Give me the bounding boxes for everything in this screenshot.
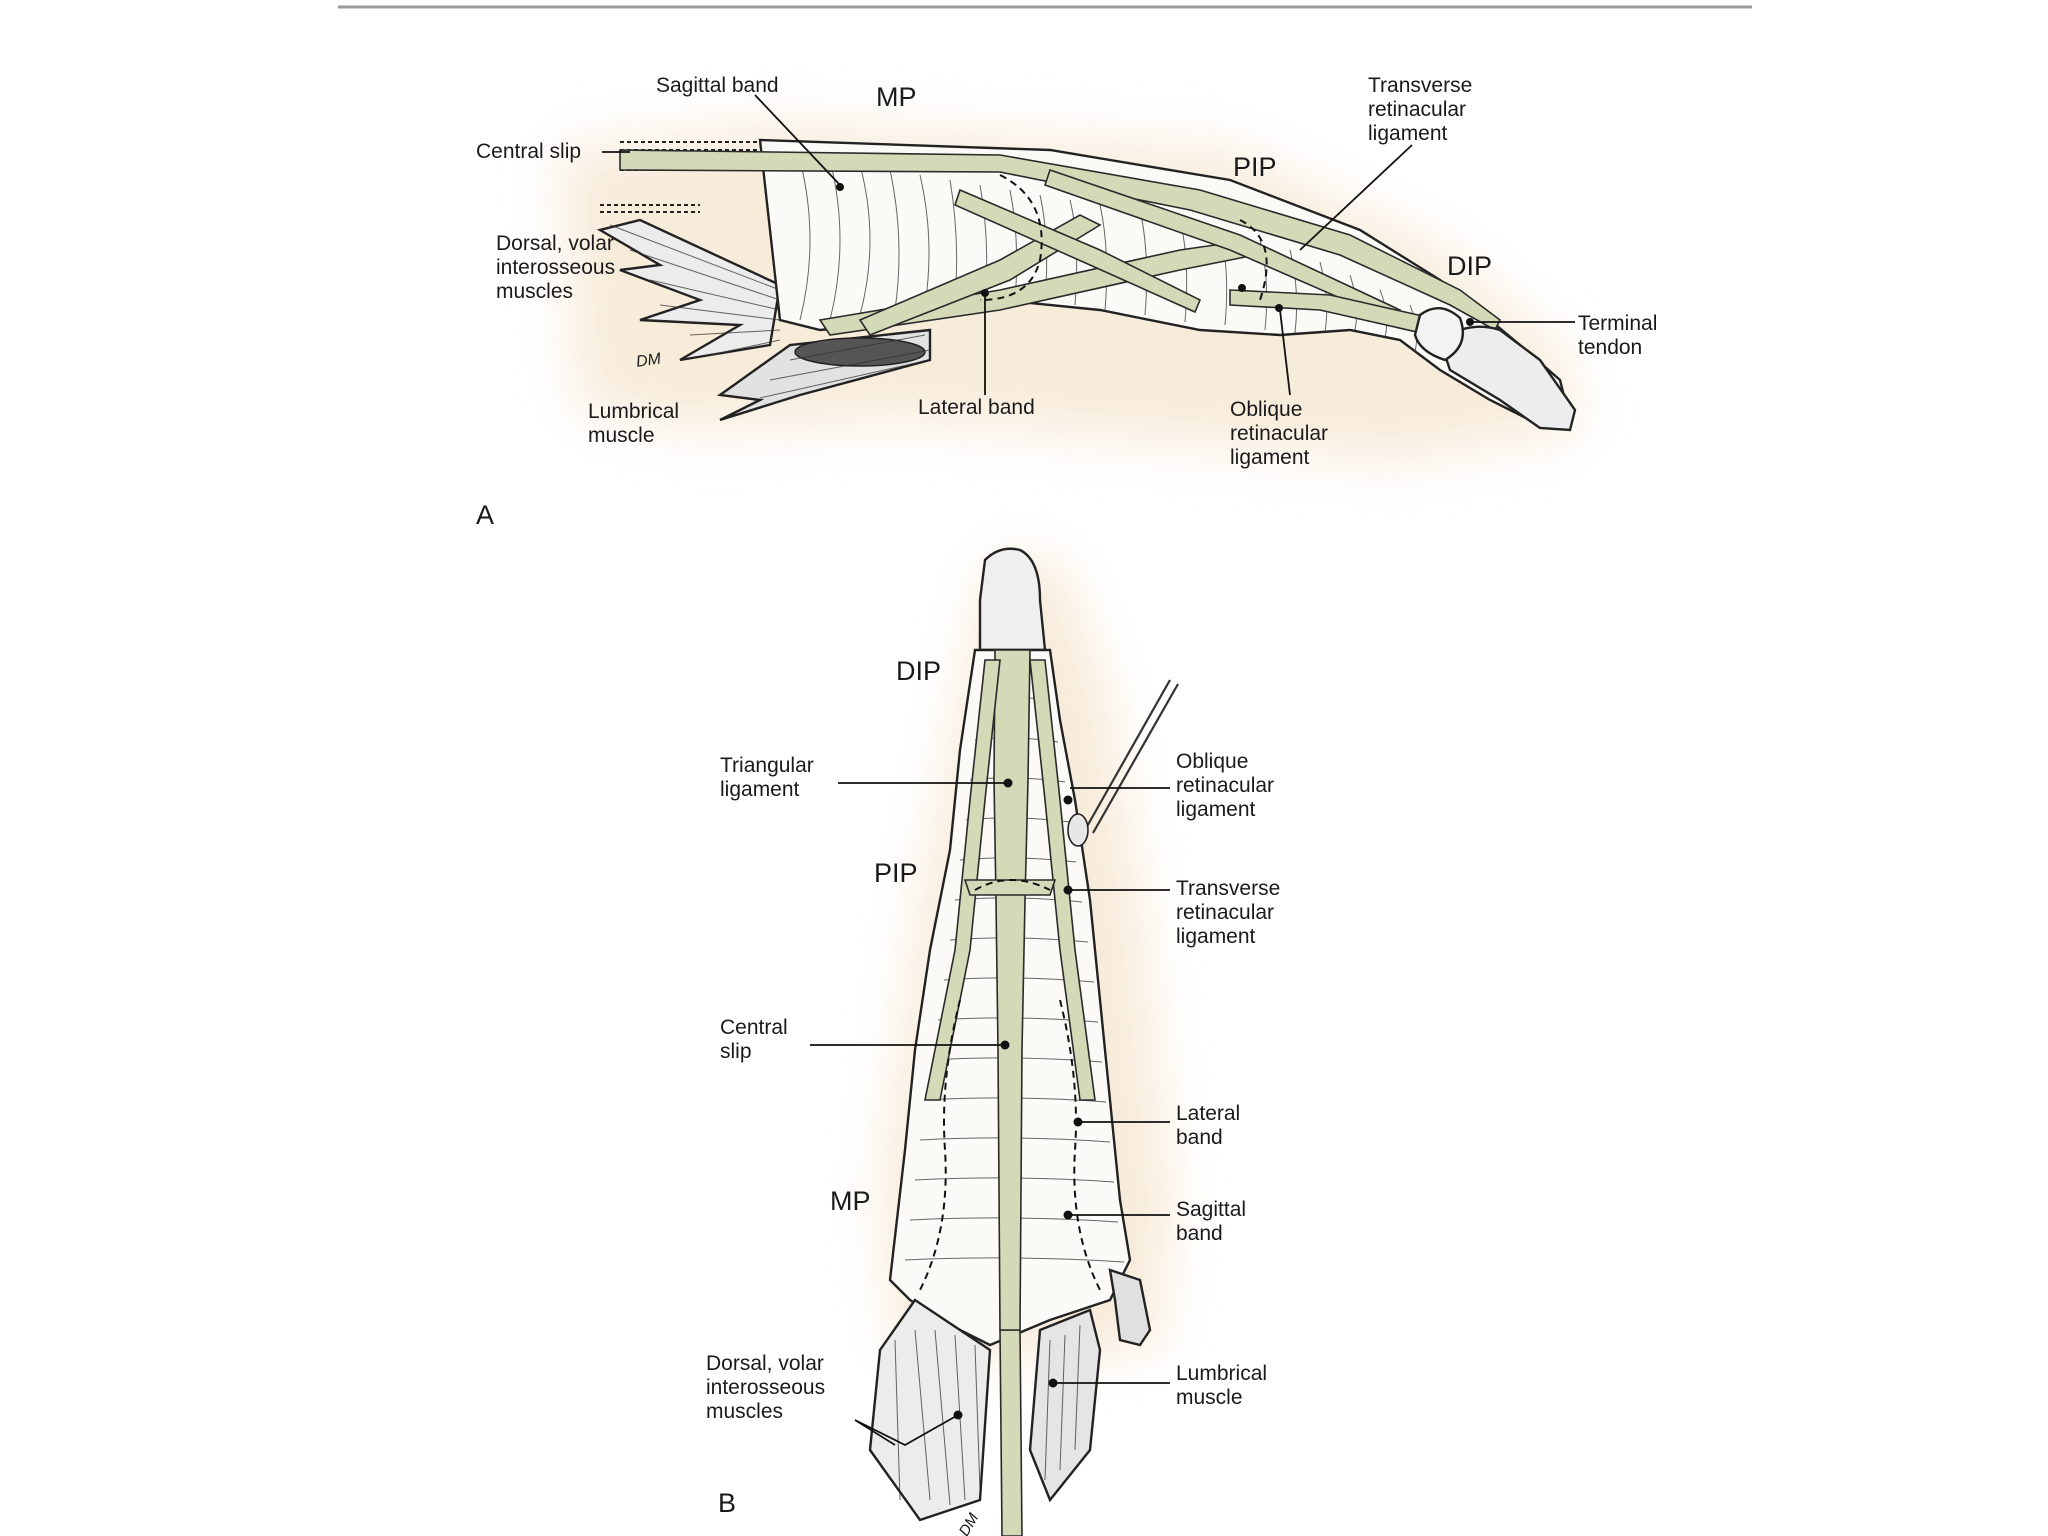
dot-a-oblique-2: [1238, 284, 1246, 292]
panel-a-pip-joint-outline: [1239, 219, 1268, 301]
panel-b-lateral-band-label: Lateral band: [1176, 1102, 1246, 1149]
panel-a-sagittal-band-label: Sagittal band: [656, 74, 779, 97]
panel-b-distal-tip: [978, 547, 1047, 652]
panel-a-dorsal-stub: [600, 204, 700, 213]
dot-b-sagittal: [1063, 1210, 1073, 1220]
panel-b-oblique-label: Oblique retinacular ligament: [1176, 750, 1280, 821]
panel-a-dip-label: DIP: [1447, 251, 1492, 281]
panel-b-triangular-label: Triangular ligament: [720, 754, 820, 801]
panel-b-dorsal-view: DIP PIP MP Triangular ligament Central s…: [706, 547, 1286, 1536]
leader-a-oblique: [1279, 309, 1291, 396]
dot-a-sagittal: [836, 183, 844, 191]
panel-a-mp-label: MP: [876, 82, 917, 112]
dot-a-lateral: [981, 289, 989, 297]
panel-a-terminal-label: Terminal tendon: [1578, 312, 1663, 359]
panel-a-interosseous-label: Dorsal, volar interosseous muscles: [496, 232, 621, 303]
panel-a-transverse-label: Transverse retinacular ligament: [1368, 74, 1478, 145]
panel-a-mp-joint-outline: [979, 174, 1043, 301]
panel-b-transverse-label: Transverse retinacular ligament: [1176, 877, 1286, 948]
panel-b-extensor-tendons: [924, 649, 1096, 1331]
panel-a-letter: A: [476, 500, 494, 530]
panel-b-proximal-tendon: [999, 1329, 1023, 1536]
panel-b-stump: [1108, 1268, 1152, 1347]
panel-b-interosseous-muscles: [868, 1298, 992, 1522]
panel-b-pip-label: PIP: [874, 858, 918, 888]
dot-a-oblique: [1275, 304, 1283, 312]
panel-b-oblique-loop: [1067, 813, 1089, 847]
dot-b-transverse: [1063, 885, 1073, 895]
leader-b-interosseous: [854, 1414, 959, 1447]
dot-b-triangular: [1003, 778, 1013, 788]
panel-b-mp-label: MP: [830, 1186, 871, 1216]
panel-b-sagittal-band-label: Sagittal band: [1176, 1198, 1252, 1245]
panel-a-dip-bone: [1413, 307, 1465, 362]
dot-b-central: [1000, 1040, 1010, 1050]
panel-a-oblique-label: Oblique retinacular ligament: [1230, 398, 1334, 469]
dot-b-lumbrical: [1048, 1378, 1058, 1388]
panel-b-dip-label: DIP: [896, 656, 941, 686]
panel-b-pip-dashed: [974, 879, 1051, 891]
panel-a-pip-label: PIP: [1233, 152, 1277, 182]
panel-b-letter: B: [718, 1488, 736, 1518]
dot-b-interosseous: [953, 1410, 963, 1420]
panel-b-lumbrical-label: Lumbrical muscle: [1176, 1362, 1273, 1409]
panel-a-signature: DM: [635, 350, 663, 370]
panel-a-lumbrical-muscle: [716, 328, 932, 422]
dot-b-lateral: [1073, 1117, 1083, 1127]
panel-a-central-slip-label: Central slip: [476, 140, 581, 163]
panel-a-interosseous-muscles: [596, 218, 782, 362]
panel-a-lateral-band-label: Lateral band: [918, 396, 1035, 419]
panel-a-lateral-view: MP PIP DIP Sagittal band Central slip Do…: [476, 74, 1663, 530]
panel-b-interosseous-label: Dorsal, volar interosseous muscles: [706, 1352, 831, 1423]
panel-b-probe: [1084, 679, 1179, 834]
leader-a-transverse: [1299, 144, 1413, 251]
panel-a-central-slip-stub: [620, 141, 770, 171]
panel-b-right-dashed-outline: [1059, 999, 1101, 1291]
dot-b-oblique: [1063, 795, 1073, 805]
leader-a-sagittal: [754, 94, 841, 186]
panel-b-signature: DM: [956, 1510, 983, 1536]
panel-b-central-slip-label: Central slip: [720, 1016, 794, 1063]
panel-b-lumbrical-muscle: [1028, 1308, 1102, 1503]
panel-a-lumbrical-label: Lumbrical muscle: [588, 400, 685, 447]
panel-b-left-dashed-outline: [919, 999, 961, 1291]
dot-a-terminal: [1466, 318, 1474, 326]
